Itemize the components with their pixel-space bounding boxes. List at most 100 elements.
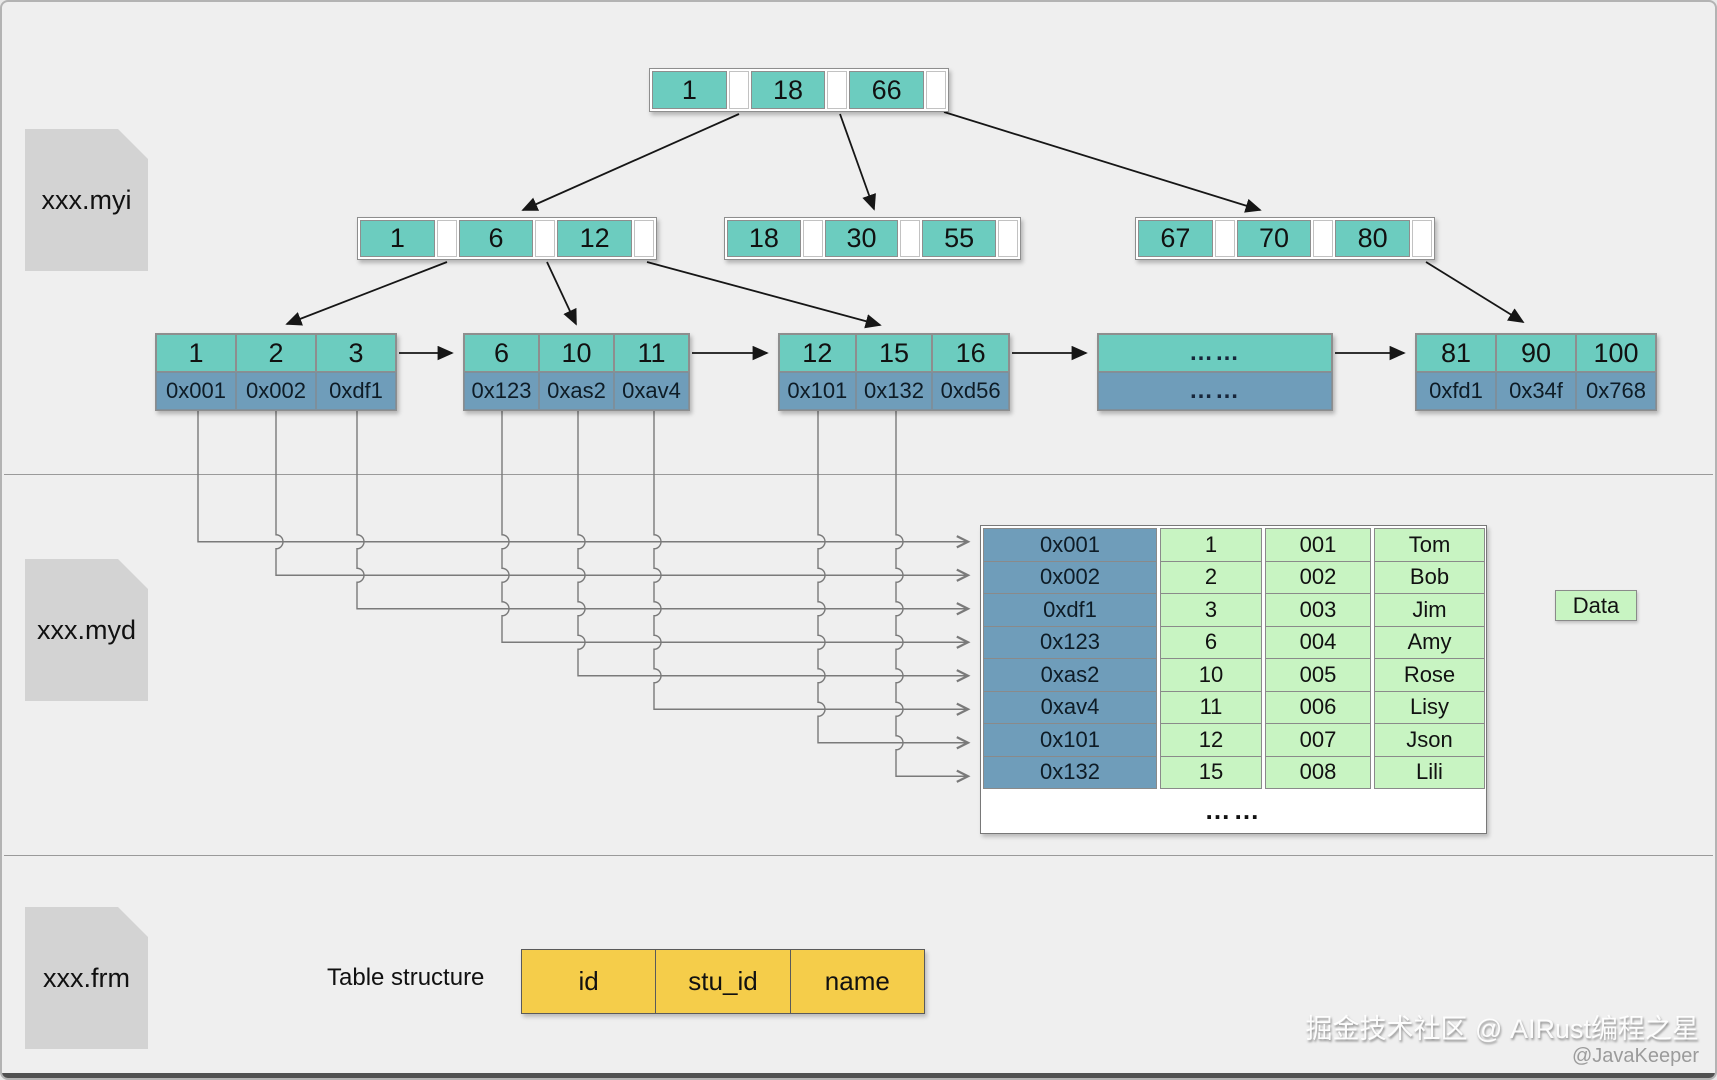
btree-internal-node-1: 1 6 12 — [357, 217, 657, 260]
internal-key: 67 — [1138, 220, 1213, 257]
leaf-pointer-row: 0xfd1 0x34f 0x768 — [1416, 372, 1656, 410]
row-pointer: 0x001 — [983, 528, 1157, 562]
row-name: Lisy — [1374, 690, 1485, 724]
table-row: 0x101 12 007 Json — [983, 723, 1485, 757]
row-stu-id: 008 — [1265, 755, 1371, 789]
leaf-key-row: 1 2 3 — [156, 334, 396, 372]
row-pointer: 0x002 — [983, 560, 1157, 594]
arrow-internal1-to-leaf1 — [285, 261, 448, 326]
leaf-to-row-connector — [275, 411, 971, 582]
btree-leaf-node-5: 81 90 100 0xfd1 0x34f 0x768 — [1415, 333, 1657, 411]
leaf-key: 12 — [779, 334, 856, 372]
arrow-root-to-internal-2 — [839, 113, 876, 211]
row-stu-id: 002 — [1265, 560, 1371, 594]
arrow-internal3-to-leaf5 — [1425, 261, 1525, 323]
leaf-pointer: 0x34f — [1496, 372, 1576, 410]
row-stu-id: 004 — [1265, 625, 1371, 659]
section-divider-myi-myd — [4, 474, 1713, 475]
internal-key: 55 — [922, 220, 997, 257]
file-label-myi: xxx.myi — [41, 184, 132, 215]
leaf-pointer: 0x768 — [1576, 372, 1656, 410]
pointer-gap — [535, 220, 556, 257]
leaf-ellipsis-top: …… — [1098, 334, 1332, 372]
row-pointer: 0x101 — [983, 723, 1157, 757]
pointer-gap — [900, 220, 921, 257]
internal-key: 30 — [824, 220, 899, 257]
row-name: Jim — [1374, 593, 1485, 627]
file-label-myd: xxx.myd — [36, 614, 136, 645]
row-id: 2 — [1160, 560, 1262, 594]
leaf-pointer: 0x002 — [236, 372, 316, 410]
row-name: Bob — [1374, 560, 1485, 594]
leaf-pointer: 0xas2 — [539, 372, 614, 410]
btree-leaf-node-2: 6 10 11 0x123 0xas2 0xav4 — [463, 333, 690, 411]
row-pointer: 0xav4 — [983, 690, 1157, 724]
row-stu-id: 007 — [1265, 723, 1371, 757]
internal-key: 80 — [1335, 220, 1411, 257]
table-row: 0x123 6 004 Amy — [983, 625, 1485, 659]
root-key: 1 — [652, 71, 727, 109]
pointer-connectors — [197, 411, 971, 783]
leaf-pointer-row: 0x101 0x132 0xd56 — [779, 372, 1009, 410]
table-structure-caption: Table structure — [327, 964, 485, 991]
column-stu-id: stu_id — [655, 950, 790, 1013]
root-key: 18 — [750, 71, 826, 109]
arrow-root-to-internal-1 — [521, 113, 740, 211]
internal-key: 1 — [360, 220, 435, 257]
btree-leaf-node-1: 1 2 3 0x001 0x002 0xdf1 — [155, 333, 397, 411]
row-pointer: 0xdf1 — [983, 593, 1157, 627]
column-id: id — [522, 950, 656, 1013]
pointer-gap — [728, 71, 749, 109]
data-record-table: 0x001 1 001 Tom 0x002 2 002 Bob 0xdf1 3 … — [980, 525, 1487, 834]
file-icon-myi: xxx.myi — [25, 129, 148, 271]
bottom-border-bar — [2, 1073, 1715, 1078]
leaf-pointer: 0x001 — [156, 372, 236, 410]
leaf-key: 15 — [855, 334, 933, 372]
pointer-gap — [1214, 220, 1235, 257]
pointer-gap — [926, 71, 947, 109]
table-row: 0x002 2 002 Bob — [983, 560, 1485, 594]
leaf-key: 10 — [539, 334, 614, 372]
leaf-pointer: 0xdf1 — [316, 372, 396, 410]
table-row: 0xdf1 3 003 Jim — [983, 593, 1485, 627]
pointer-gap — [1313, 220, 1334, 257]
internal-key: 6 — [458, 220, 534, 257]
row-pointer: 0xas2 — [983, 658, 1157, 692]
leaf-key: 2 — [236, 334, 316, 372]
section-divider-myd-frm — [4, 855, 1713, 856]
row-stu-id: 005 — [1265, 658, 1371, 692]
row-stu-id: 003 — [1265, 593, 1371, 627]
pointer-gap — [998, 220, 1019, 257]
leaf-to-row-connector — [501, 411, 971, 649]
file-icon-myd: xxx.myd — [25, 559, 148, 701]
table-structure-columns: id stu_id name — [521, 949, 925, 1014]
table-row: 0xav4 11 006 Lisy — [983, 690, 1485, 724]
leaf-pointer: 0xav4 — [614, 372, 689, 410]
row-name: Rose — [1374, 658, 1485, 692]
leaf-to-row-connector — [653, 411, 971, 716]
internal-key: 70 — [1236, 220, 1312, 257]
btree-internal-node-3: 67 70 80 — [1135, 217, 1435, 260]
leaf-to-row-connector — [895, 411, 971, 783]
root-key: 66 — [849, 71, 925, 109]
pointer-gap — [802, 220, 823, 257]
arrow-internal1-to-leaf2 — [546, 261, 577, 326]
leaf-key: 3 — [316, 334, 396, 372]
row-id: 15 — [1160, 755, 1262, 789]
table-row: 0x001 1 001 Tom — [983, 528, 1485, 562]
data-legend-box: Data — [1555, 590, 1637, 621]
btree-internal-node-2: 18 30 55 — [724, 217, 1021, 260]
leaf-pointer: 0xfd1 — [1416, 372, 1496, 410]
leaf-key-row: 12 15 16 — [779, 334, 1009, 372]
leaf-key: 16 — [932, 334, 1009, 372]
pointer-gap — [827, 71, 848, 109]
row-id: 12 — [1160, 723, 1262, 757]
leaf-ellipsis-bottom: …… — [1098, 372, 1332, 410]
btree-leaf-node-3: 12 15 16 0x101 0x132 0xd56 — [778, 333, 1010, 411]
file-label-frm: xxx.frm — [43, 962, 130, 993]
leaf-key: 90 — [1496, 334, 1576, 372]
leaf-key: 6 — [464, 334, 539, 372]
leaf-key: 81 — [1416, 334, 1496, 372]
table-row: 0x132 15 008 Lili — [983, 755, 1485, 789]
